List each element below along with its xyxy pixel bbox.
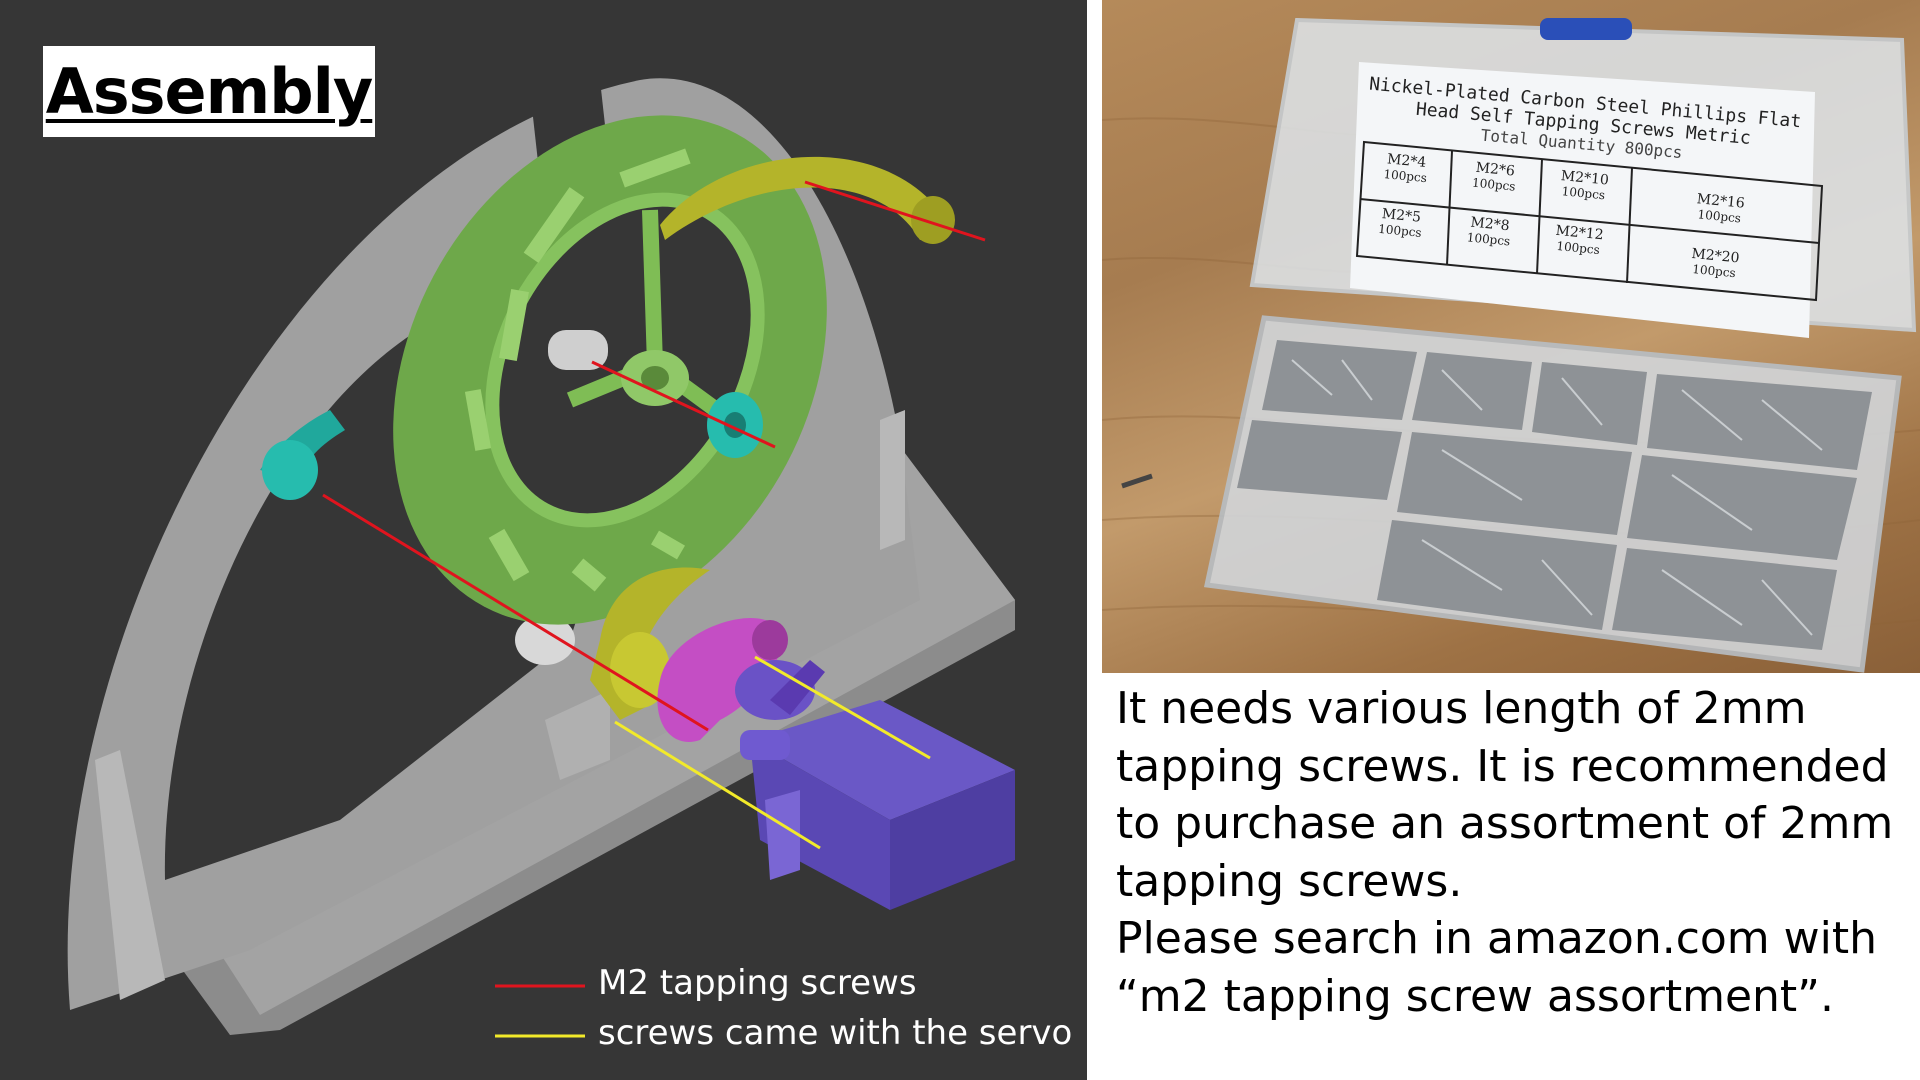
servo-horn-end <box>752 620 788 660</box>
yellow-screw-lines <box>614 655 931 850</box>
caption: It needs various length of 2mm tapping s… <box>1116 680 1916 1025</box>
green-ring-inner <box>492 199 758 521</box>
servo-horn <box>657 618 782 742</box>
right-fin <box>880 410 905 550</box>
servo-body-side <box>750 740 890 910</box>
left-fin <box>95 750 165 1000</box>
ring-hub-hole <box>641 366 669 390</box>
red-screw-lines <box>322 180 986 732</box>
caption-paragraph-2: Please search in amazon.com with “m2 tap… <box>1116 913 1877 1022</box>
servo-body-top <box>750 700 1015 820</box>
center-post <box>545 690 610 780</box>
caption-paragraph-1: It needs various length of 2mm tapping s… <box>1116 683 1894 907</box>
servo-small-arm <box>770 660 825 715</box>
loose-screw <box>1121 473 1153 489</box>
title-box: Assembly <box>43 46 375 137</box>
legend-label-red: M2 tapping screws <box>598 963 917 1003</box>
assembly-illustration <box>67 78 1015 1038</box>
servo-top-gear <box>740 730 790 760</box>
servo-body-front <box>890 770 1015 910</box>
servo-mount-tab <box>765 790 800 880</box>
gray-shaft <box>548 330 608 370</box>
cyan-arm-left-end <box>262 440 318 500</box>
ring-tabs <box>464 148 691 592</box>
assembly-diagram: Assembly M2 tapping screws screws came w… <box>0 0 1087 1080</box>
screw-texture <box>1291 359 1823 636</box>
right-panel: Nickel-Plated Carbon Steel Phillips Flat… <box>1102 0 1920 1080</box>
yellow-arm-top <box>660 156 945 240</box>
label-card <box>1350 62 1815 338</box>
yellow-arm-bottom-boss <box>610 632 670 708</box>
slide-title: Assembly <box>45 55 373 128</box>
screw-box-illustration <box>1102 17 1920 673</box>
lid-clasp <box>1540 18 1632 40</box>
label-table-grid <box>1355 140 1824 302</box>
legend-label-yellow: screws came with the servo <box>598 1013 1073 1053</box>
yellow-arm-top-end <box>911 196 955 244</box>
screw-assortment-photo: Nickel-Plated Carbon Steel Phillips Flat… <box>1102 0 1920 673</box>
lower-boss <box>515 615 575 665</box>
